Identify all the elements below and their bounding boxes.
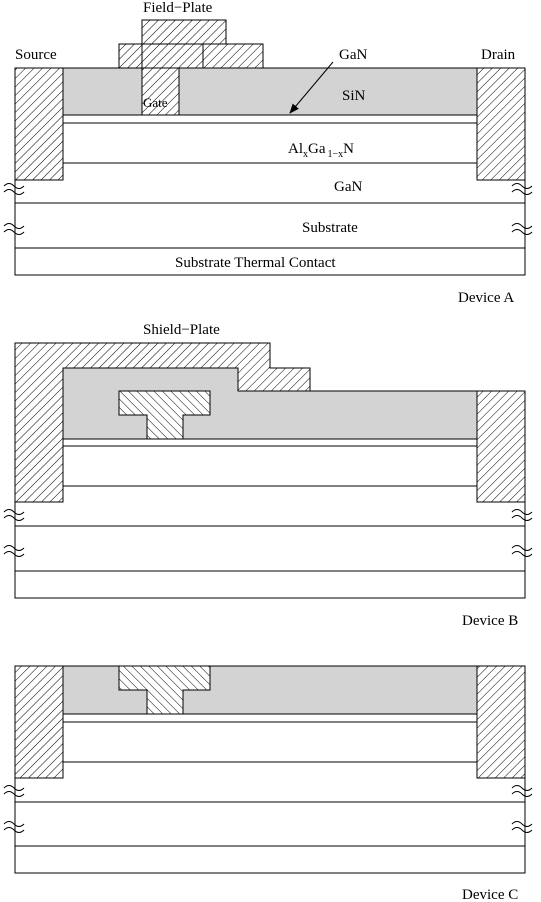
algan-barrier-layer-b <box>62 445 478 487</box>
break-marks-a <box>3 183 533 235</box>
device-a-caption: Device A <box>458 290 514 306</box>
field-plate-body <box>141 43 204 69</box>
substrate-layer-b <box>14 525 526 572</box>
thermal-contact-layer-c <box>14 845 526 874</box>
source-contact-c <box>14 665 64 779</box>
substrate-label: Substrate <box>302 220 358 236</box>
thermal-contact-label: Substrate Thermal Contact <box>175 255 336 271</box>
device-b-caption: Device B <box>462 613 518 629</box>
drain-label: Drain <box>481 47 516 63</box>
field-plate-right-step <box>202 43 264 69</box>
thermal-contact-layer-b <box>14 570 526 599</box>
shield-plate-label: Shield−Plate <box>143 322 220 338</box>
gan-pointer-arrow <box>289 61 334 114</box>
field-plate-left-leg <box>118 43 143 69</box>
gate-contact <box>141 67 180 116</box>
device-c-caption: Device C <box>462 887 518 902</box>
gate-label: Gate <box>143 95 168 110</box>
gan-cap-layer-c <box>62 713 478 723</box>
source-shield-plate <box>14 342 311 503</box>
substrate-layer-c <box>14 801 526 847</box>
gan-buffer-layer <box>14 162 526 204</box>
field-plate-top <box>141 19 227 45</box>
algan-barrier-layer-c <box>62 721 478 763</box>
device-c: Device C <box>3 665 533 902</box>
gan-buffer-layer-b <box>14 485 526 527</box>
thermal-contact-layer <box>14 247 526 276</box>
drain-contact-c <box>476 665 526 779</box>
gan-cap-label: GaN <box>339 47 367 63</box>
drain-contact <box>476 67 526 181</box>
device-b: Shield−Plate Device B <box>3 322 533 629</box>
gan-cap-layer <box>62 114 478 124</box>
gan-buffer-label: GaN <box>334 179 362 195</box>
sin-passivation <box>62 67 478 116</box>
t-gate-b <box>118 390 211 440</box>
break-marks-c <box>3 785 533 833</box>
t-gate-c <box>118 665 211 715</box>
drain-contact-b <box>476 390 526 503</box>
substrate-layer <box>14 202 526 249</box>
device-a: Field−Plate Source Drain GaN SiN Gate Al… <box>3 0 533 306</box>
source-contact <box>14 67 64 181</box>
algan-barrier-layer <box>62 122 478 164</box>
break-marks-b <box>3 509 533 557</box>
field-plate-label: Field−Plate <box>143 0 213 16</box>
sin-label: SiN <box>342 88 366 104</box>
gan-buffer-layer-c <box>14 761 526 803</box>
gan-cap-layer-b <box>62 438 478 447</box>
source-label: Source <box>15 47 57 63</box>
